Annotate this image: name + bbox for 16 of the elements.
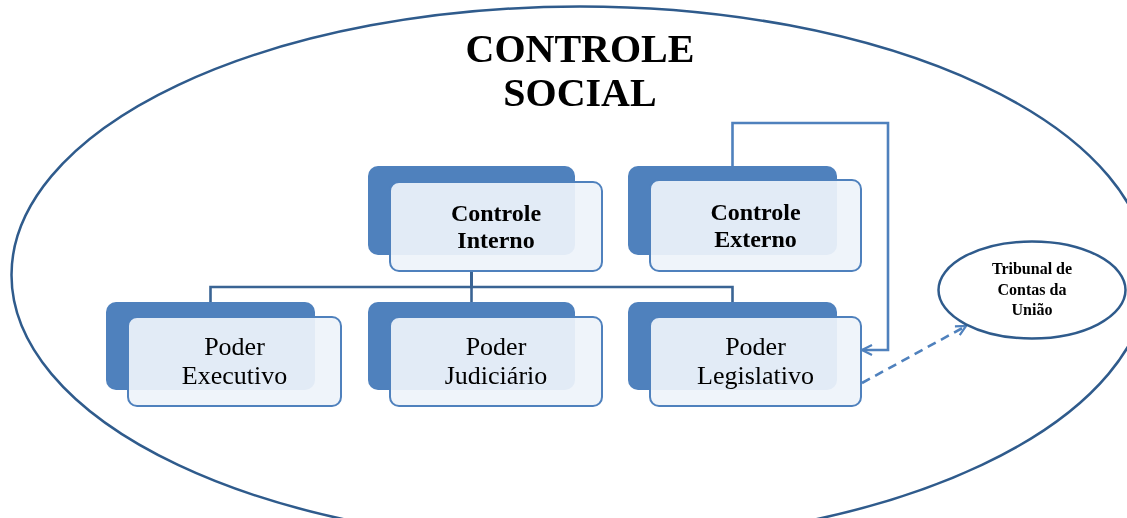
box-label: Poder Executivo (180, 332, 289, 391)
box-label: Poder Legislativo (696, 332, 815, 391)
process-box (628, 166, 862, 272)
node-label: Tribunal de Contas da União (990, 258, 1074, 321)
process-box (628, 302, 862, 407)
ellipse-region (10, 5, 1127, 518)
arrow (861, 324, 968, 385)
arrow (731, 121, 890, 357)
process-box (368, 302, 603, 407)
process-box (368, 166, 603, 272)
box-label: Controle Interno (449, 200, 543, 253)
process-box (106, 302, 342, 407)
connector-line (470, 272, 734, 302)
box-label: Controle Externo (709, 199, 802, 252)
region-label: CONTROLE SOCIAL (464, 27, 696, 115)
box-label: Poder Judiciário (443, 332, 549, 391)
